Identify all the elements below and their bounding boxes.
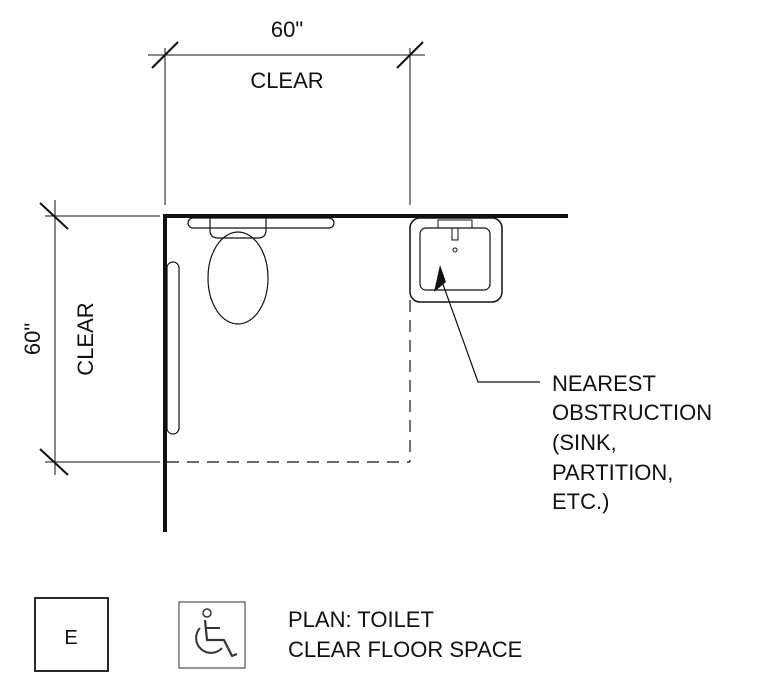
sink-faucet-base (437, 219, 473, 229)
legend-letter-box (34, 597, 109, 672)
sink-outer (409, 217, 503, 303)
legend-title-line-1: PLAN: TOILET (288, 607, 434, 632)
top-dimension-tick-left (151, 41, 179, 69)
rear-grab-bar (187, 217, 335, 229)
left-dimension-value: 60" (20, 323, 45, 355)
callout-leader (439, 275, 540, 383)
wheelchair-icon (178, 601, 246, 669)
left-dimension-tick-bottom (39, 448, 69, 476)
legend-title-line-2: CLEAR FLOOR SPACE (288, 637, 522, 662)
callout-line-5: ETC.) (552, 489, 609, 514)
top-dimension-tick-right (396, 41, 424, 69)
callout-arrowhead (434, 265, 446, 292)
left-dimension-tick-top (39, 202, 69, 230)
sink-drain (452, 247, 458, 253)
sink-faucet-spout (451, 227, 459, 241)
top-dimension-value: 60" (271, 17, 303, 42)
legend-letter: E (64, 627, 77, 649)
callout-line-3: (SINK, (552, 430, 617, 455)
callout-line-2: OBSTRUCTION (552, 400, 712, 425)
left-dimension-label: CLEAR (73, 302, 98, 375)
sink-basin (419, 227, 491, 291)
toilet-tank (209, 218, 267, 239)
side-grab-bar (166, 261, 180, 435)
callout-line-4: PARTITION, (552, 460, 673, 485)
top-dimension-label: CLEAR (250, 68, 323, 93)
callout-line-1: NEAREST (552, 371, 656, 396)
toilet-bowl (207, 231, 269, 325)
